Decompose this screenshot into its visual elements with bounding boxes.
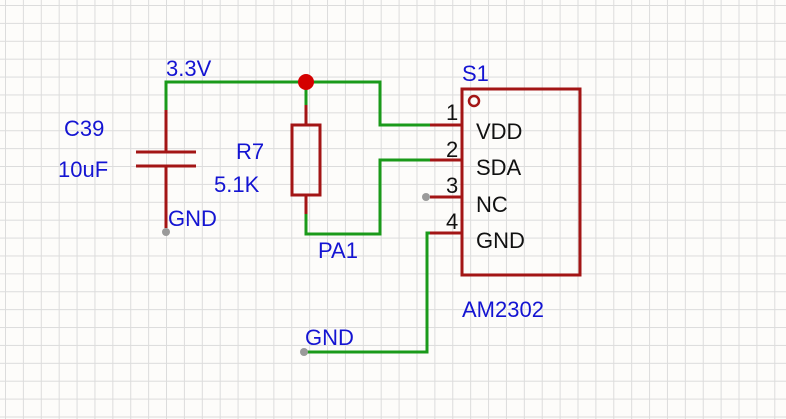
wire-3v3-net bbox=[164, 80, 432, 127]
pin-4-number: 4 bbox=[446, 209, 458, 234]
pin-3-name: NC bbox=[476, 192, 508, 217]
net-label-gnd-sensor: GND bbox=[305, 325, 354, 350]
gnd-port-sensor bbox=[300, 348, 308, 356]
wire-sda-net bbox=[304, 158, 432, 236]
sensor-pins bbox=[430, 123, 462, 235]
cap-value: 10uF bbox=[58, 157, 108, 182]
resistor-value: 5.1K bbox=[214, 172, 260, 197]
net-label-pa1: PA1 bbox=[318, 238, 358, 263]
sensor-body bbox=[460, 87, 582, 277]
capacitor-c39 bbox=[136, 110, 196, 228]
pin-1-name: VDD bbox=[476, 119, 522, 144]
nc-port bbox=[422, 193, 430, 201]
pin1-marker bbox=[467, 94, 481, 108]
cap-designator: C39 bbox=[64, 116, 104, 141]
resistor-r7 bbox=[290, 105, 322, 214]
junction-dot bbox=[298, 74, 314, 90]
pin-1-number: 1 bbox=[446, 100, 458, 125]
pin-4-name: GND bbox=[476, 228, 525, 253]
wires bbox=[164, 80, 432, 354]
net-label-3v3: 3.3V bbox=[166, 56, 212, 81]
wire-gnd-sensor bbox=[302, 231, 432, 354]
sensor-part-name: AM2302 bbox=[462, 297, 544, 322]
pin-3-number: 3 bbox=[446, 173, 458, 198]
net-label-gnd-cap: GND bbox=[168, 206, 217, 231]
sensor-designator: S1 bbox=[462, 61, 489, 86]
gnd-port-cap bbox=[162, 228, 170, 236]
resistor-designator: R7 bbox=[236, 139, 264, 164]
pin-2-number: 2 bbox=[446, 137, 458, 162]
pin-2-name: SDA bbox=[476, 155, 522, 180]
